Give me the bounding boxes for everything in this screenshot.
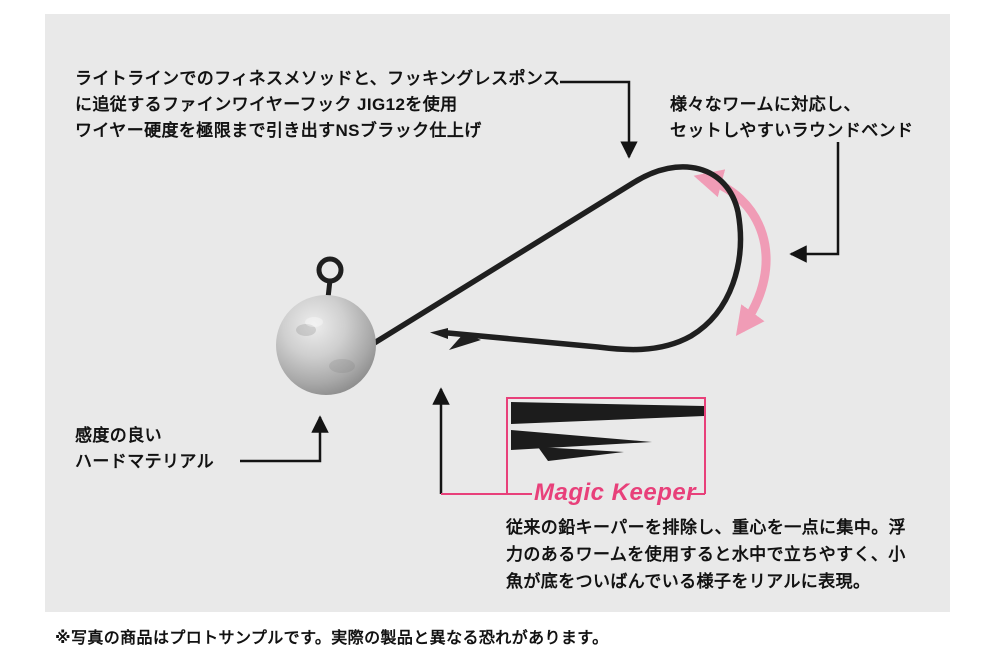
diagram-panel xyxy=(45,14,950,612)
callout-line-head-feature xyxy=(240,415,329,463)
callout-line-bend-feature xyxy=(789,142,840,263)
keeper-detail-blade xyxy=(511,430,652,450)
annotation-line: 力のあるワームを使用すると水中で立ちやすく、小 xyxy=(506,545,906,564)
annotation-hard-material: 感度の良い ハードマテリアル xyxy=(75,423,214,475)
annotation-line: ライトラインでのフィネスメソッドと、フッキングレスポンス xyxy=(75,69,561,88)
fine-wire-hook xyxy=(347,164,744,361)
hook-eye xyxy=(316,256,344,284)
keeper-detail-shank xyxy=(511,402,704,424)
annotation-round-bend: 様々なワームに対応し、 セットしやすいラウンドベンド xyxy=(670,92,913,144)
keeper-detail-spur xyxy=(538,447,624,461)
callout-line-hook-feature xyxy=(560,80,638,159)
annotation-line: 様々なワームに対応し、 xyxy=(670,95,861,114)
annotation-line: セットしやすいラウンドベンド xyxy=(670,121,914,140)
annotation-line: 従来の鉛キーパーを排除し、重心を一点に集中。浮 xyxy=(506,518,907,537)
hook-barb xyxy=(449,333,481,350)
footnote: ※写真の商品はプロトサンプルです。実際の製品と異なる恐れがあります。 xyxy=(55,630,609,647)
annotation-line: に追従するファインワイヤーフック JIG12を使用 xyxy=(75,95,458,114)
ball-highlight xyxy=(305,317,323,327)
jig-ball-head xyxy=(276,295,376,395)
annotation-line: ワイヤー硬度を極限まで引き出すNSブラック仕上げ xyxy=(75,121,482,140)
magic-keeper-box-border xyxy=(506,397,706,494)
annotation-line: ハードマテリアル xyxy=(75,452,215,471)
magic-keeper-label: Magic Keeper xyxy=(534,479,697,506)
ball-shading xyxy=(329,359,355,373)
annotation-line: 魚が底をついばんでいる様子をリアルに表現。 xyxy=(506,572,871,591)
ball-shading xyxy=(296,324,316,336)
annotation-line: 感度の良い xyxy=(75,426,162,445)
annotation-fine-wire-hook: ライトラインでのフィネスメソッドと、フッキングレスポンス に追従するファインワイ… xyxy=(75,66,560,144)
annotation-magic-keeper-description: 従来の鉛キーパーを排除し、重心を一点に集中。浮 力のあるワームを使用すると水中で… xyxy=(506,514,906,595)
hook-point xyxy=(430,328,448,339)
